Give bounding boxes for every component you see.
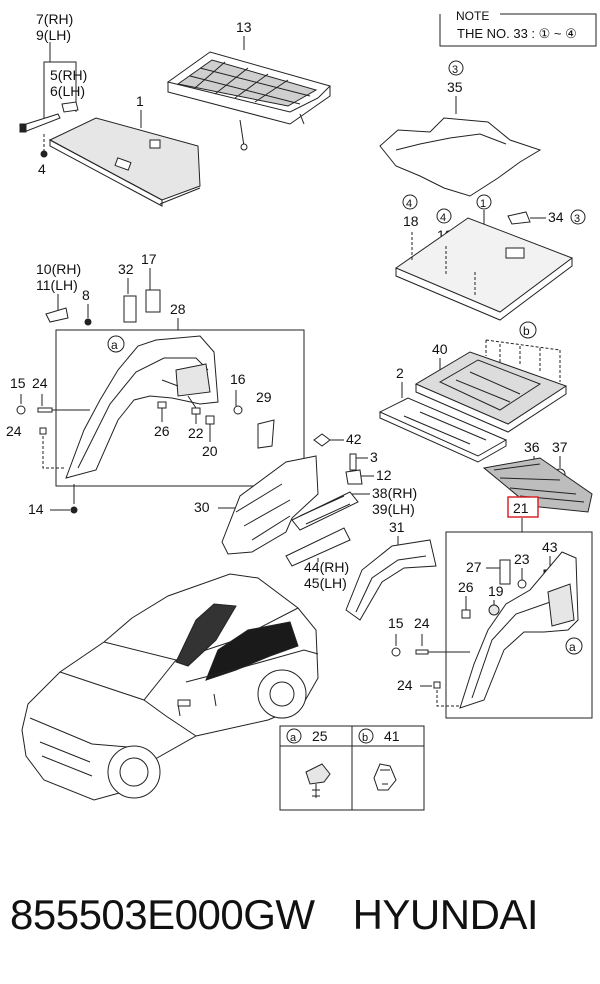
label-29: 29 (256, 389, 272, 405)
label-39-lh: 39(LH) (372, 501, 415, 517)
luggage-mat-35: 3 35 (379, 60, 542, 197)
legend-circle-a: a (290, 732, 297, 744)
clip-41-icon (373, 763, 397, 791)
label-7-rh: 7(RH) (36, 11, 73, 27)
label-37: 37 (552, 439, 568, 455)
label-11-lh: 11(LH) (36, 277, 78, 293)
circle-4b: 4 (440, 212, 446, 224)
clip-25-icon (305, 763, 331, 785)
floor-board-1: 4 18 4 18 4 18 1 34 3 (394, 194, 586, 321)
circle-a2: a (569, 640, 576, 654)
note-box: NOTE THE NO. 33 : ① ~ ④ (439, 9, 597, 47)
label-24d: 24 (397, 677, 413, 693)
label-23: 23 (514, 551, 530, 567)
label-8: 8 (82, 287, 90, 303)
circle-b1: b (523, 324, 530, 338)
label-26a: 26 (154, 423, 170, 439)
label-24c: 24 (414, 615, 430, 631)
label-24b: 24 (6, 423, 22, 439)
legend-label-41: 41 (384, 728, 400, 744)
label-13: 13 (236, 19, 252, 35)
label-21: 21 (513, 500, 529, 516)
hook-parts-group: 7(RH) 9(LH) 5(RH) 6(LH) 4 (19, 11, 87, 177)
circle-4a: 4 (406, 198, 412, 210)
fastener-legend: a 25 b 41 (279, 725, 425, 811)
label-30: 30 (194, 499, 210, 515)
label-22: 22 (188, 425, 204, 441)
circle-3: 3 (452, 64, 458, 76)
label-42: 42 (346, 431, 362, 447)
circle-3b: 3 (574, 213, 580, 225)
label-17: 17 (141, 251, 157, 267)
label-4: 4 (38, 161, 46, 177)
label-31: 31 (389, 519, 405, 535)
vehicle-illustration (21, 573, 319, 801)
note-title: NOTE (456, 9, 489, 23)
tonneau-cover-1: 1 (48, 93, 201, 207)
label-16: 16 (230, 371, 246, 387)
label-38-rh: 38(RH) (372, 485, 417, 501)
label-3: 3 (370, 449, 378, 465)
brand-name: HYUNDAI (352, 891, 539, 938)
label-1: 1 (136, 93, 144, 109)
label-20: 20 (202, 443, 218, 459)
note-text: THE NO. 33 : ① ~ ④ (457, 26, 577, 41)
cargo-net-13: 13 (166, 19, 331, 151)
label-40: 40 (432, 341, 448, 357)
label-2: 2 (396, 365, 404, 381)
floor-undertray-group: b 40 2 36 37 21 (378, 321, 593, 532)
label-26b: 26 (458, 579, 474, 595)
quarter-trim-group-28: 10(RH) 11(LH) 8 32 17 28 a 15 24 16 29 2… (6, 251, 305, 517)
footer: 855503E000GW HYUNDAI (10, 880, 590, 950)
label-35: 35 (447, 79, 463, 95)
label-15b: 15 (388, 615, 404, 631)
label-15a: 15 (10, 375, 26, 391)
label-18a: 18 (403, 213, 419, 229)
label-27: 27 (466, 559, 482, 575)
label-5-rh: 5(RH) (50, 67, 87, 83)
label-45-lh: 45(LH) (304, 575, 347, 591)
side-trim-group-30: 42 3 12 38(RH) 39(LH) 30 44(RH) 45(LH) 3… (194, 431, 437, 621)
label-14: 14 (28, 501, 44, 517)
right-trim-box: 27 23 43 26 19 a 15 24 24 (388, 531, 593, 719)
label-32: 32 (118, 261, 134, 277)
highlight-box-21 (507, 496, 539, 518)
part-number: 855503E000GW (10, 891, 315, 938)
label-36: 36 (524, 439, 540, 455)
label-34: 34 (548, 209, 564, 225)
label-28: 28 (170, 301, 186, 317)
circle-a1: a (111, 338, 118, 352)
legend-circle-b: b (362, 732, 368, 744)
legend-label-25: 25 (312, 728, 328, 744)
label-43: 43 (542, 539, 558, 555)
label-10-rh: 10(RH) (36, 261, 81, 277)
label-6-lh: 6(LH) (50, 83, 85, 99)
label-9-lh: 9(LH) (36, 27, 71, 43)
label-24a: 24 (32, 375, 48, 391)
label-12: 12 (376, 467, 392, 483)
label-19: 19 (488, 583, 504, 599)
circle-1: 1 (480, 198, 486, 210)
parts-diagram: NOTE THE NO. 33 : ① ~ ④ 7(RH) 9(LH) 5(RH… (6, 9, 597, 811)
label-44-rh: 44(RH) (304, 559, 349, 575)
